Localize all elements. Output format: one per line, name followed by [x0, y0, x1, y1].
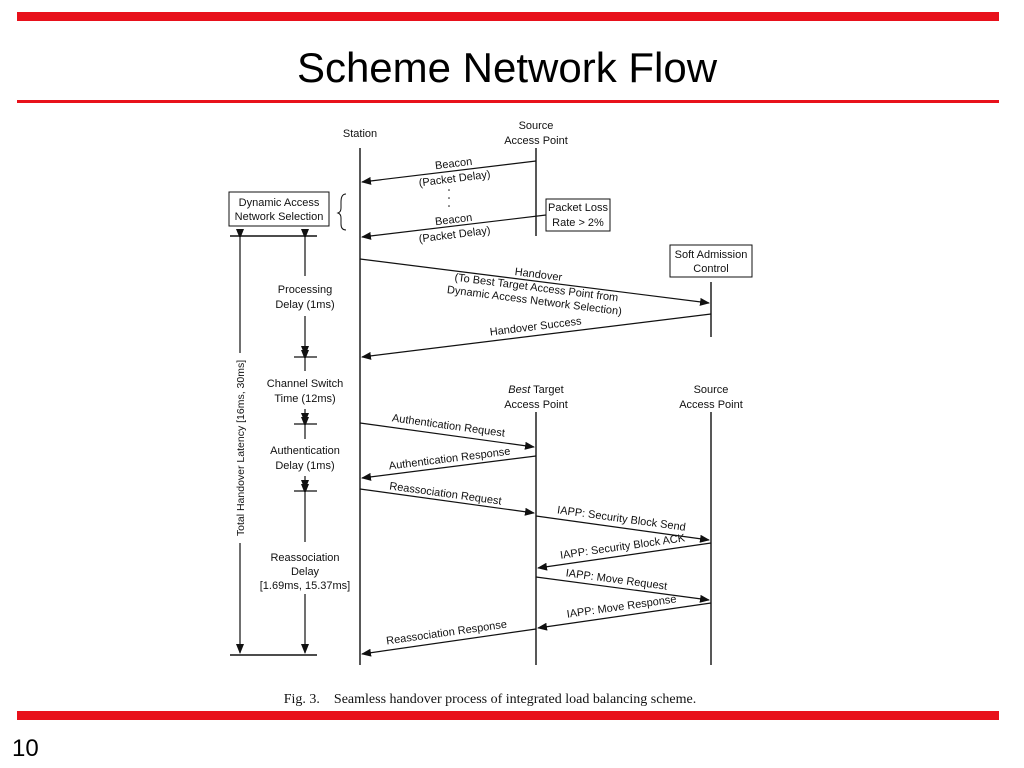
iapp-move-request-label: IAPP: Move Request	[565, 567, 668, 592]
iapp-security-send-arrow	[535, 515, 710, 543]
auth-response-arrow	[361, 455, 537, 481]
reassoc-delay-label-line1: Reassociation	[270, 552, 339, 564]
network-flow-diagram: Station Source Access Point Best Target …	[228, 120, 753, 707]
source-ap-top-label-line2: Access Point	[504, 135, 568, 147]
auth-delay-label-line1: Authentication	[270, 445, 340, 457]
station-label: Station	[343, 128, 377, 140]
dynamic-selection-line2: Network Selection	[235, 211, 324, 223]
selection-brace	[336, 193, 347, 231]
auth-delay-label-line2: Delay (1ms)	[275, 460, 334, 472]
beacon-1-arrow	[361, 160, 537, 185]
ellipsis-dot	[448, 189, 450, 191]
handover-success-arrow	[361, 313, 712, 360]
total-latency-label-bg	[232, 353, 248, 543]
iapp-move-request-arrow	[535, 576, 710, 603]
top-accent-bar	[17, 12, 999, 21]
reassoc-request-label: Reassociation Request	[389, 480, 503, 507]
source-ap-bottom-label-line2: Access Point	[679, 399, 743, 411]
channel-switch-label-line1: Channel Switch	[267, 378, 343, 390]
figure-caption: Fig. 3. Seamless handover process of int…	[284, 692, 697, 707]
best-target-ap-label-line2: Access Point	[504, 399, 568, 411]
processing-label-line1: Processing	[278, 284, 332, 296]
soft-admission-box	[669, 244, 753, 278]
processing-label-line2: Delay (1ms)	[275, 299, 334, 311]
page-number: 10	[12, 735, 39, 762]
beacon-1-sublabel: (Packet Delay)	[418, 169, 491, 190]
ellipsis-dot	[448, 197, 450, 199]
ellipsis-dot	[448, 205, 450, 207]
source-ap-top-label-line1: Source	[519, 120, 554, 132]
iapp-security-ack-label: IAPP: Security Block ACK	[559, 532, 686, 562]
best-word: Best	[508, 384, 531, 396]
auth-request-arrow	[359, 422, 535, 450]
beacon-2-sublabel: (Packet Delay)	[418, 225, 491, 246]
iapp-move-response-label: IAPP: Move Response	[566, 593, 677, 620]
beacon-2-arrow	[361, 214, 547, 240]
reassoc-response-label: Reassociation Response	[385, 619, 507, 648]
title-divider	[17, 100, 999, 103]
dynamic-selection-box	[228, 191, 330, 227]
beacon-2-label: Beacon	[434, 212, 472, 228]
soft-admission-line1: Soft Admission	[675, 249, 748, 261]
auth-response-label: Authentication Response	[388, 446, 511, 473]
total-latency-label: Total Handover Latency [16ms, 30ms]	[235, 360, 247, 536]
packet-loss-line1: Packet Loss	[548, 202, 608, 214]
dynamic-selection-line1: Dynamic Access	[239, 197, 320, 209]
reassoc-request-arrow	[359, 488, 535, 516]
source-ap-bottom-label-line1: Source	[694, 384, 729, 396]
bottom-accent-bar	[17, 711, 999, 720]
handover-arrow	[359, 258, 710, 306]
soft-admission-line2: Control	[693, 263, 728, 275]
channel-switch-label-line2: Time (12ms)	[274, 393, 335, 405]
reassoc-response-arrow	[361, 628, 537, 657]
iapp-security-ack-arrow	[537, 542, 712, 571]
beacon-1-label: Beacon	[434, 156, 472, 172]
packet-loss-line2: Rate > 2%	[552, 217, 604, 229]
handover-label: Handover	[514, 266, 563, 284]
iapp-move-response-arrow	[537, 602, 712, 631]
target-word: Target	[530, 384, 563, 396]
iapp-security-send-label: IAPP: Security Block Send	[556, 504, 686, 533]
reassoc-delay-label-line2: Delay	[291, 566, 320, 578]
slide-title: Scheme Network Flow	[296, 44, 718, 91]
best-target-ap-label-line1: Best Target	[508, 384, 563, 396]
reassoc-delay-label-line3: [1.69ms, 15.37ms]	[260, 580, 351, 592]
